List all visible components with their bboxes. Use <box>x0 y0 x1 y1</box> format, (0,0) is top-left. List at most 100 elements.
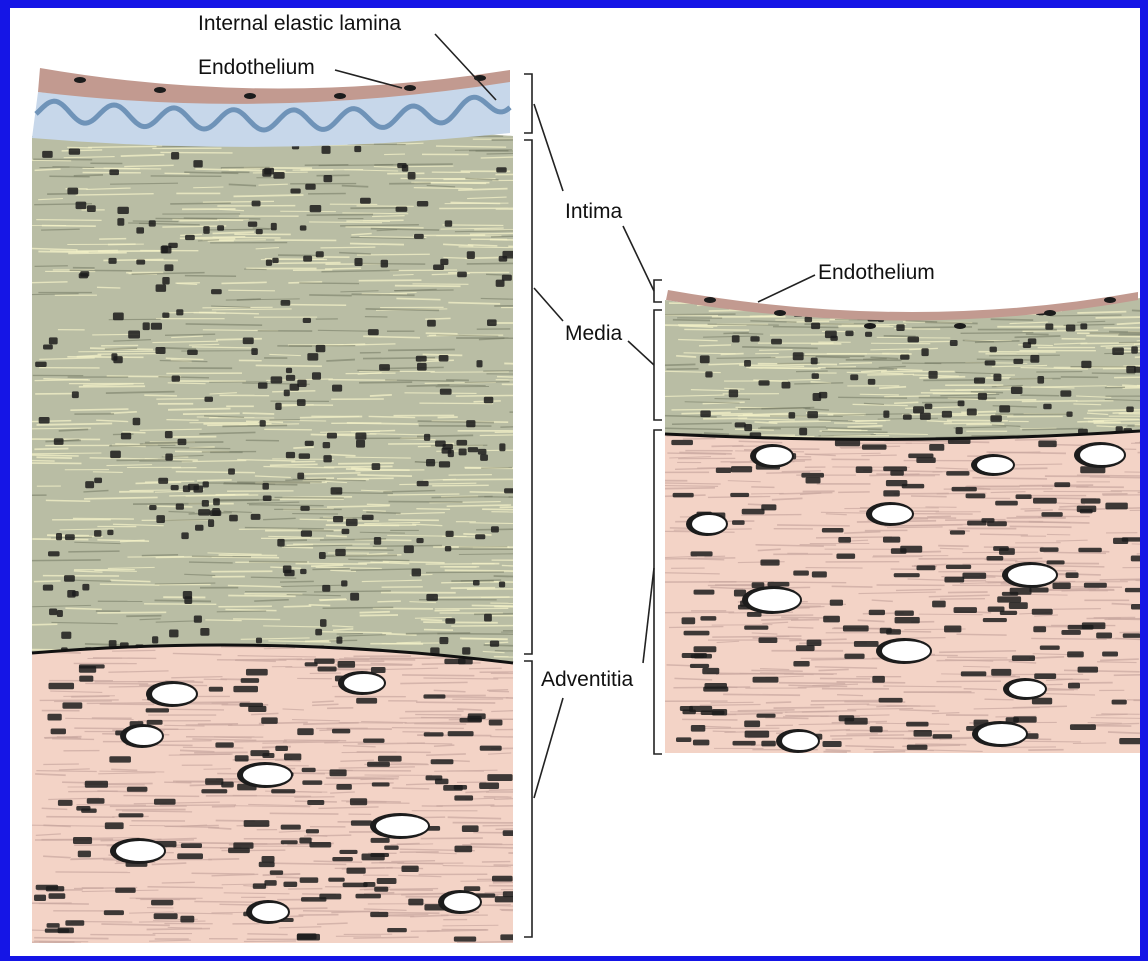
cell-nucleus <box>799 428 807 436</box>
cell-nucleus <box>1047 560 1065 564</box>
fiber-strand <box>336 493 393 494</box>
cell-nucleus <box>314 659 334 664</box>
cell-nucleus <box>119 813 144 817</box>
cell-nucleus <box>747 612 762 617</box>
cell-nucleus <box>756 714 775 718</box>
fiber-strand <box>144 395 177 396</box>
cell-nucleus <box>335 549 345 556</box>
cell-nucleus <box>1119 738 1140 744</box>
cell-nucleus <box>351 820 372 825</box>
cell-nucleus <box>440 389 452 395</box>
cell-nucleus <box>62 702 82 708</box>
cell-nucleus <box>691 725 705 732</box>
cell-nucleus <box>771 339 782 345</box>
cell-nucleus <box>732 741 755 746</box>
cell-nucleus <box>341 580 347 586</box>
cell-nucleus <box>146 708 169 712</box>
cell-nucleus <box>117 218 124 226</box>
cell-nucleus <box>94 478 102 483</box>
fiber-strand <box>673 320 710 321</box>
cell-nucleus <box>995 501 1018 506</box>
cell-nucleus <box>1054 482 1070 487</box>
cell-nucleus <box>1011 387 1022 394</box>
fiber-strand <box>204 679 227 680</box>
fiber-strand <box>309 605 331 606</box>
cell-nucleus <box>838 537 851 543</box>
fiber-strand <box>822 431 888 432</box>
cell-nucleus <box>372 463 381 470</box>
fiber-strand <box>806 568 863 569</box>
fiber-strand <box>476 529 531 530</box>
cell-nucleus <box>363 882 375 887</box>
cell-nucleus <box>355 432 366 439</box>
cell-nucleus <box>408 172 416 180</box>
endothelial-nucleus <box>774 310 786 316</box>
fiber-strand <box>759 350 792 351</box>
cell-nucleus <box>248 222 257 227</box>
cell-nucleus <box>1033 498 1057 504</box>
cell-nucleus <box>1034 673 1056 679</box>
fiber-strand <box>443 925 499 926</box>
cell-nucleus <box>81 808 97 812</box>
cell-nucleus <box>261 717 278 723</box>
cell-nucleus <box>445 618 455 623</box>
adventitia-leader-right <box>643 568 654 663</box>
fiber-strand <box>500 506 561 507</box>
cell-nucleus <box>812 373 819 379</box>
fiber-strand <box>435 608 508 609</box>
left-endothelium-leader-line <box>335 70 402 88</box>
fiber-strand <box>1119 414 1140 415</box>
cell-nucleus <box>895 610 914 615</box>
cell-nucleus <box>484 614 492 622</box>
fiber-strand <box>509 497 549 498</box>
cell-nucleus <box>958 401 965 407</box>
right-endothelium-leader-line <box>758 275 815 302</box>
endothelial-nucleus <box>864 323 876 329</box>
fiber-strand <box>256 365 322 366</box>
fiber-strand <box>299 283 359 284</box>
fiber-strand <box>436 805 494 806</box>
fiber-strand <box>192 873 255 874</box>
fiber-strand <box>717 358 776 359</box>
fiber-strand <box>936 660 1013 661</box>
cell-nucleus <box>327 433 337 439</box>
cell-nucleus <box>302 780 322 785</box>
cell-nucleus <box>416 538 423 543</box>
cell-nucleus <box>753 677 779 683</box>
fiber-strand <box>416 509 450 510</box>
cell-nucleus <box>303 318 311 323</box>
cell-nucleus <box>1016 494 1032 499</box>
fiber-strand <box>1024 741 1081 742</box>
cell-nucleus <box>158 478 168 484</box>
fiber-strand <box>189 562 233 563</box>
cell-nucleus <box>956 427 963 434</box>
fiber-strand <box>837 695 863 696</box>
cell-nucleus <box>336 637 342 644</box>
fiber-strand <box>323 607 394 608</box>
cell-nucleus <box>377 878 397 884</box>
cell-nucleus <box>203 226 209 234</box>
fiber-strand <box>731 299 808 300</box>
cell-nucleus <box>807 640 822 646</box>
fiber-strand <box>41 229 80 230</box>
fiber-strand <box>358 743 425 744</box>
fiber-strand <box>357 370 399 371</box>
fiber-strand <box>724 388 744 389</box>
cell-nucleus <box>154 913 178 919</box>
cell-nucleus <box>489 720 503 726</box>
fiber-strand <box>660 488 715 489</box>
cell-nucleus <box>47 923 60 928</box>
cell-nucleus <box>1032 609 1053 615</box>
fiber-strand <box>1112 604 1133 605</box>
cell-nucleus <box>823 741 842 747</box>
cell-nucleus <box>263 496 272 501</box>
cell-nucleus <box>946 471 969 476</box>
cell-nucleus <box>79 676 93 682</box>
fiber-strand <box>783 716 829 717</box>
cell-nucleus <box>54 438 64 445</box>
cell-nucleus <box>1045 324 1053 330</box>
cell-nucleus <box>731 466 752 472</box>
cell-nucleus <box>105 822 124 829</box>
cell-nucleus <box>928 371 937 379</box>
cell-nucleus <box>43 345 53 350</box>
